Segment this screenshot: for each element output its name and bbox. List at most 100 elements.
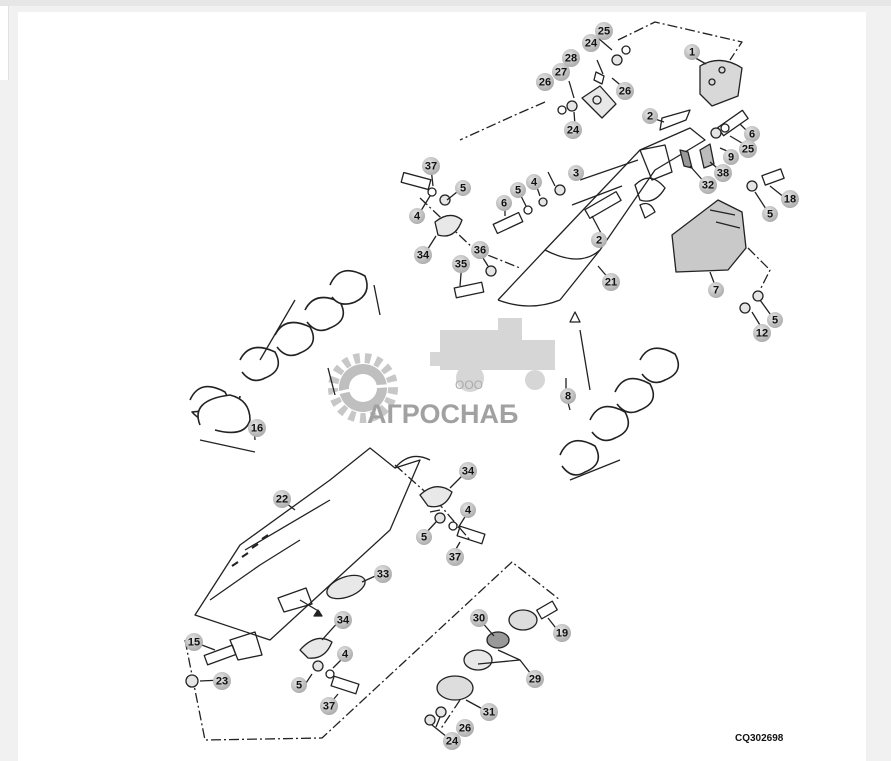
callout-number: 37 [425,161,437,173]
callout-number: 34 [337,615,350,627]
callout-5: 5 [510,182,526,198]
callout-bubble [185,633,203,651]
callout-18: 18 [781,190,799,208]
callout-bubble [564,121,582,139]
callout-6: 6 [744,126,760,142]
callout-number: 2 [596,235,602,247]
watermark-prefix: ООО [455,378,483,392]
callout-5: 5 [767,312,783,328]
gear-icon [328,353,410,423]
left-panel-strip [0,6,9,80]
callout-bubble [416,529,432,545]
browser-top-bar [0,0,891,6]
callout-number: 30 [473,613,485,625]
callout-23: 23 [213,672,231,690]
callout-number: 6 [501,198,507,210]
callout-bubble [446,548,464,566]
callout-5: 5 [455,180,471,196]
callout-bubble [562,49,580,67]
callout-4: 4 [526,174,542,190]
callout-number: 26 [619,86,631,98]
callout-24: 24 [582,34,600,52]
callout-bubble [642,108,658,124]
callout-number: 37 [323,701,335,713]
callout-16: 16 [248,419,266,437]
callout-4: 4 [409,208,425,224]
callout-bubble [552,63,570,81]
callout-number: 8 [565,391,571,403]
callout-bubble [781,190,799,208]
callout-bubble [767,312,783,328]
callout-bubble [744,126,760,142]
watermark-name: АГРОСНАБ [367,399,518,429]
callout-bubble [409,208,425,224]
callout-number: 1 [689,47,695,59]
callout-number: 21 [605,277,617,289]
callout-5: 5 [291,677,307,693]
callout-bubble [291,677,307,693]
callout-number: 5 [296,680,302,692]
callout-bubble [582,34,600,52]
callout-number: 25 [742,144,754,156]
callout-number: 24 [567,125,580,137]
callout-number: 23 [216,676,228,688]
callout-number: 7 [713,285,719,297]
callout-bubble [320,697,338,715]
callout-27: 27 [552,63,570,81]
callout-1: 1 [684,44,700,60]
callout-38: 38 [714,164,732,182]
callout-25: 25 [595,22,613,40]
callout-26: 26 [616,82,634,100]
callout-number: 4 [414,211,421,223]
callout-bubble [553,624,571,642]
callout-number: 16 [251,423,263,435]
callout-bubble [480,703,498,721]
callout-12: 12 [753,324,771,342]
callout-35: 35 [452,255,470,273]
callout-number: 18 [784,194,796,206]
callout-bubble [762,206,778,222]
callout-number: 2 [647,111,653,123]
callout-34: 34 [459,462,477,480]
callout-number: 29 [529,674,541,686]
callout-bubble [714,164,732,182]
callout-number: 3 [573,168,579,180]
callout-36: 36 [471,241,489,259]
callout-3: 3 [568,165,584,181]
callout-7: 7 [708,282,724,298]
callout-bubble [452,255,470,273]
callout-34: 34 [334,611,352,629]
callout-bubble [739,140,757,158]
callout-5: 5 [762,206,778,222]
callout-bubble [526,670,544,688]
callout-bubble [248,419,266,437]
diagram-sheet [18,12,866,761]
watermark: ООО АГРОСНАБ [328,318,555,429]
callout-number: 34 [417,250,430,262]
callout-bubble [684,44,700,60]
callout-bubble [708,282,724,298]
callout-number: 35 [455,259,467,271]
callout-bubble [460,502,476,518]
callout-number: 4 [465,505,472,517]
callout-19: 19 [553,624,571,642]
callout-22: 22 [273,490,291,508]
callout-30: 30 [470,609,488,627]
callout-5: 5 [416,529,432,545]
callout-bubble [374,565,392,583]
callout-21: 21 [602,273,620,291]
callout-bubble [616,82,634,100]
callout-bubble [536,73,554,91]
callout-bubble [510,182,526,198]
callout-4: 4 [337,646,353,662]
callout-bubble [443,732,461,750]
callout-37: 37 [446,548,464,566]
callout-bubble [591,232,607,248]
callout-number: 38 [717,168,729,180]
reference-code: CQ302698 [735,733,784,744]
callout-number: 33 [377,569,389,581]
callout-number: 4 [342,649,349,661]
callout-number: 34 [462,466,475,478]
callout-number: 4 [531,177,538,189]
